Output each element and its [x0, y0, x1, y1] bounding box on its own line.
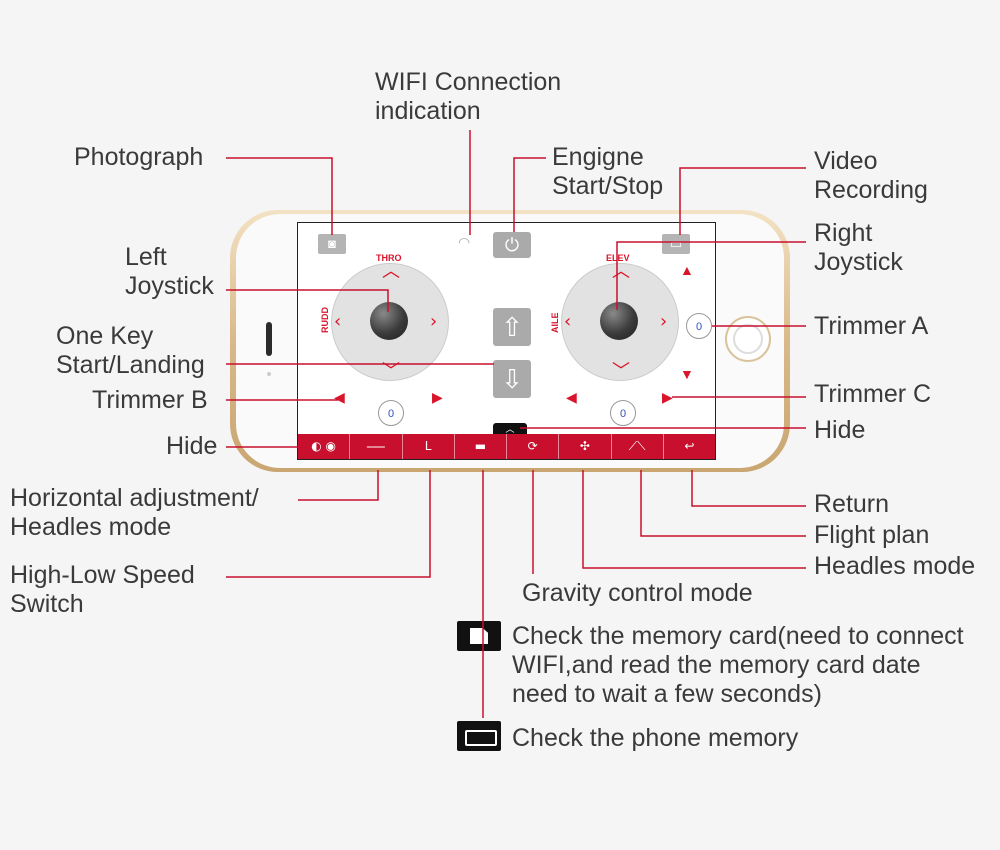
hide-tab[interactable]: ︿	[493, 423, 527, 435]
trimmer-c-left[interactable]: ◀	[566, 389, 577, 405]
trimmer-a-value: 0	[686, 313, 712, 339]
left-left-chevron-icon: ‹	[334, 311, 342, 332]
flight-plan-button[interactable]: ⟋⟍	[612, 434, 664, 459]
right-joystick[interactable]	[561, 263, 679, 381]
left-right-chevron-icon: ›	[430, 311, 438, 332]
wifi-icon: ◠	[458, 234, 471, 250]
label-trimmer-b: Trimmer B	[92, 386, 208, 414]
label-headles: Headles mode	[814, 552, 976, 580]
line-engine	[513, 157, 546, 232]
aile-label: AILE	[550, 312, 560, 333]
thro-label: THRO	[376, 253, 402, 263]
bottom-toolbar: ◐ ◉ ⎯⎯⎯ L ▬ ⟳ ✣ ⟋⟍ ↩	[298, 434, 715, 459]
phone-camera	[267, 372, 271, 376]
label-horizontal: Horizontal adjustment/Headles mode	[10, 484, 259, 541]
folder-button[interactable]: ▬	[455, 434, 507, 459]
label-phone-memory: Check the phone memory	[512, 724, 799, 752]
trimmer-c-value: 0	[610, 400, 636, 426]
line-headles	[582, 470, 806, 569]
phone-memory-icon	[457, 721, 501, 751]
line-flight-plan	[640, 470, 806, 537]
left-joystick[interactable]	[331, 263, 449, 381]
trimmer-b-left[interactable]: ◀	[334, 389, 345, 405]
label-gravity: Gravity control mode	[522, 579, 753, 607]
trimmer-a-down[interactable]: ▼	[680, 366, 694, 382]
label-hide-right: Hide	[814, 416, 866, 444]
speed-switch-button[interactable]: L	[403, 434, 455, 459]
left-up-chevron-icon: ︿	[382, 261, 400, 282]
line-photograph	[226, 157, 333, 235]
line-horizontal	[298, 470, 379, 501]
left-joystick-knob[interactable]	[370, 302, 408, 340]
down-arrow-icon[interactable]: ⇩	[493, 360, 531, 398]
label-hide-left: Hide	[166, 432, 218, 460]
rudd-label: RUDD	[320, 307, 330, 333]
right-right-chevron-icon: ›	[660, 311, 668, 332]
label-flight-plan: Flight plan	[814, 521, 930, 549]
line-high-low	[226, 470, 431, 578]
elev-label: ELEV	[606, 253, 630, 263]
trimmer-a-up[interactable]: ▲	[680, 262, 694, 278]
right-up-chevron-icon: ︿	[612, 261, 630, 282]
trimmer-b-value: 0	[378, 400, 404, 426]
line-right-joystick	[616, 241, 806, 310]
trimmer-c-right[interactable]: ▶	[662, 389, 673, 405]
label-trimmer-c: Trimmer C	[814, 380, 932, 408]
video-icon[interactable]: ▭	[662, 234, 690, 254]
label-trimmer-a: Trimmer A	[814, 312, 929, 340]
phone-speaker	[266, 322, 272, 356]
gravity-mode-button[interactable]: ⟳	[507, 434, 560, 459]
right-down-chevron-icon: ﹀	[612, 361, 630, 382]
horizontal-adjust-button[interactable]: ⎯⎯⎯	[350, 434, 403, 459]
return-button[interactable]: ↩	[684, 439, 695, 453]
label-return: Return	[814, 490, 890, 518]
camera-icon[interactable]: ◙	[318, 234, 346, 254]
trimmer-b-right[interactable]: ▶	[432, 389, 443, 405]
right-joystick-knob[interactable]	[600, 302, 638, 340]
line-left-joystick	[226, 289, 389, 312]
memory-card-icon	[457, 621, 501, 651]
hide-toggle-button[interactable]: ◐ ◉	[298, 434, 351, 459]
right-left-chevron-icon: ‹	[564, 311, 572, 332]
line-return	[691, 470, 806, 507]
home-button	[725, 316, 771, 362]
left-down-chevron-icon: ﹀	[382, 361, 400, 382]
label-photograph: Photograph	[74, 143, 204, 171]
headless-mode-button[interactable]: ✣	[559, 434, 612, 459]
app-screen: ◙ ◠ ⏻ ▭ THRO RUDD ︿ ﹀ ‹ › ⇧ ⇩ ELEV AILE …	[297, 222, 716, 460]
line-video	[679, 167, 806, 235]
up-arrow-icon[interactable]: ⇧	[493, 308, 531, 346]
power-icon[interactable]: ⏻	[493, 232, 531, 258]
